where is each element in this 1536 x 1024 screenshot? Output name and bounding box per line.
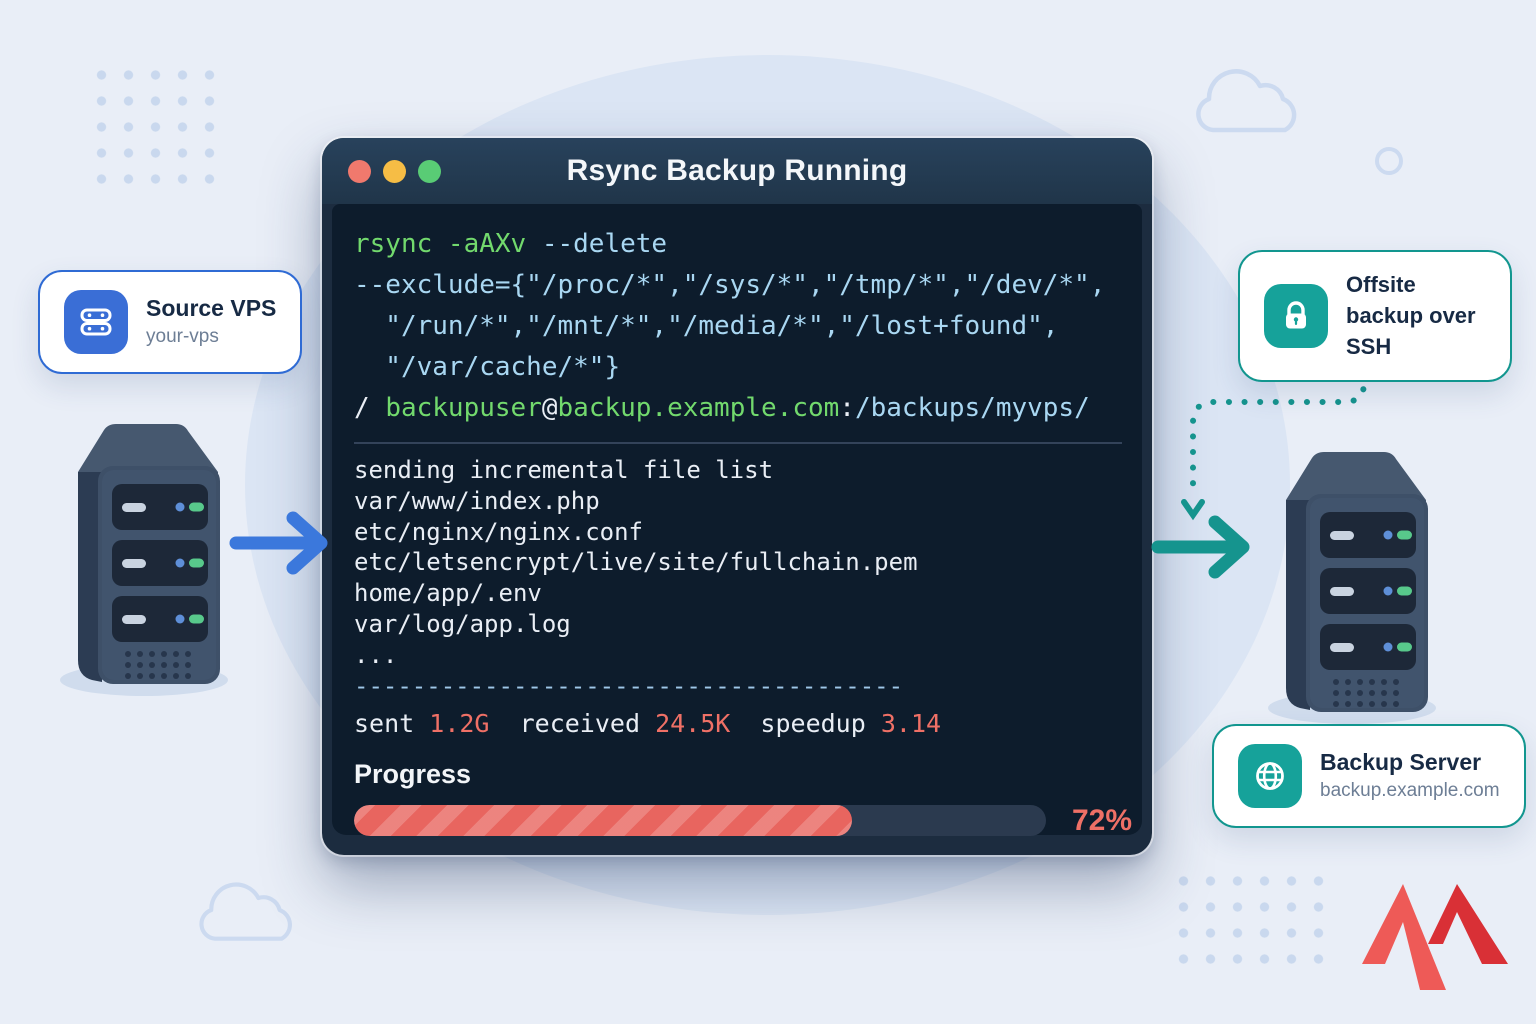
terminal-text-segment: 3.14 bbox=[880, 708, 942, 738]
backup-server-text: Backup Server backup.example.com bbox=[1320, 748, 1500, 804]
command-line: --exclude={"/proc/*","/sys/*","/tmp/*","… bbox=[354, 265, 1122, 306]
terminal-output-line: var/log/app.log bbox=[354, 609, 571, 638]
globe-icon bbox=[1238, 744, 1302, 808]
command-line: "/run/*","/mnt/*","/media/*","/lost+foun… bbox=[354, 306, 1122, 347]
dot-grid-bottom-right bbox=[1170, 868, 1330, 972]
close-button[interactable] bbox=[348, 159, 371, 183]
lock-icon bbox=[1264, 284, 1328, 349]
terminal-text-segment: / bbox=[354, 393, 386, 423]
window-controls bbox=[348, 138, 441, 204]
backup-server-card: Backup Server backup.example.com bbox=[1212, 724, 1526, 828]
command-line: "/var/cache/*"} bbox=[354, 347, 1122, 388]
progress-label: Progress bbox=[354, 758, 472, 789]
terminal-titlebar: Rsync Backup Running bbox=[322, 138, 1152, 204]
terminal-text-segment: --delete bbox=[541, 229, 668, 259]
terminal-output-line: var/www/index.php bbox=[354, 486, 600, 515]
backup-server-subtitle: backup.example.com bbox=[1320, 780, 1500, 802]
terminal-text-segment: backup.example.com bbox=[557, 393, 840, 423]
cloud-icon bbox=[1196, 69, 1297, 133]
minimize-button[interactable] bbox=[383, 159, 406, 183]
progress-percentage: 72% bbox=[1072, 803, 1133, 837]
terminal-text-segment: @ bbox=[541, 393, 558, 423]
terminal-separator bbox=[354, 442, 1122, 444]
terminal-body: rsync -aAXv --delete --exclude={"/proc/*… bbox=[332, 204, 1142, 838]
terminal-output-line: etc/nginx/nginx.conf bbox=[354, 517, 643, 546]
terminal-text-segment: backupuser bbox=[385, 393, 542, 423]
terminal-output-line: etc/letsencrypt/live/site/fullchain.pem bbox=[354, 548, 918, 577]
progress-bar-fill bbox=[354, 805, 853, 837]
terminal-text-segment: rsync -aAXv bbox=[354, 229, 542, 259]
source-vps-title: Source VPS bbox=[146, 295, 277, 322]
terminal-output-line: home/app/.env bbox=[354, 579, 542, 608]
logo-m bbox=[1362, 884, 1508, 990]
terminal-text-segment: sent bbox=[354, 708, 430, 738]
cloud-icon bbox=[199, 882, 292, 941]
command-line: / backupuser@backup.example.com:/backups… bbox=[354, 388, 1122, 429]
terminal-text-segment: 1.2G bbox=[429, 708, 490, 738]
terminal-output-line: sending incremental file list bbox=[354, 456, 774, 484]
dot-grid-top-left bbox=[88, 62, 220, 188]
terminal-text-segment: speedup bbox=[730, 708, 881, 738]
transfer-stats-line: sent 1.2G received 24.5K speedup 3.14 bbox=[354, 709, 1122, 739]
terminal-text-segment: "/var/cache/*"} bbox=[354, 352, 621, 382]
terminal-dashed-line: -------------------------------------- bbox=[354, 671, 904, 700]
terminal-text-segment: --exclude={"/proc/*","/sys/*","/tmp/*","… bbox=[354, 270, 1106, 300]
window-title: Rsync Backup Running bbox=[566, 154, 908, 187]
terminal-text-segment: received bbox=[489, 708, 656, 738]
progress-bar bbox=[354, 805, 1046, 837]
ssh-backup-label: Offsite backup over SSH bbox=[1346, 272, 1476, 359]
circle-decoration bbox=[1375, 147, 1403, 175]
server-icon bbox=[64, 290, 128, 354]
progress-row: 72% bbox=[354, 804, 1132, 838]
terminal-text-segment: 24.5K bbox=[655, 708, 731, 738]
backup-server-illustration bbox=[1268, 452, 1436, 724]
source-vps-card: Source VPS your-vps bbox=[38, 270, 303, 374]
ssh-backup-card: Offsite backup over SSH bbox=[1238, 250, 1512, 383]
terminal-output-line: ... bbox=[354, 640, 398, 669]
terminal-window: Rsync Backup Running rsync -aAXv --delet… bbox=[322, 138, 1152, 855]
terminal-text-segment: : bbox=[839, 393, 855, 423]
command-line: rsync -aAXv --delete bbox=[354, 224, 1122, 265]
zoom-button[interactable] bbox=[418, 159, 441, 183]
terminal-text-segment: /backups/myvps/ bbox=[854, 393, 1090, 423]
terminal-text-segment: "/run/*","/mnt/*","/media/*","/lost+foun… bbox=[354, 311, 1059, 341]
source-server-illustration bbox=[60, 424, 228, 696]
backup-server-title: Backup Server bbox=[1320, 749, 1482, 776]
source-vps-text: Source VPS your-vps bbox=[146, 294, 276, 350]
source-vps-subtitle: your-vps bbox=[146, 326, 219, 348]
